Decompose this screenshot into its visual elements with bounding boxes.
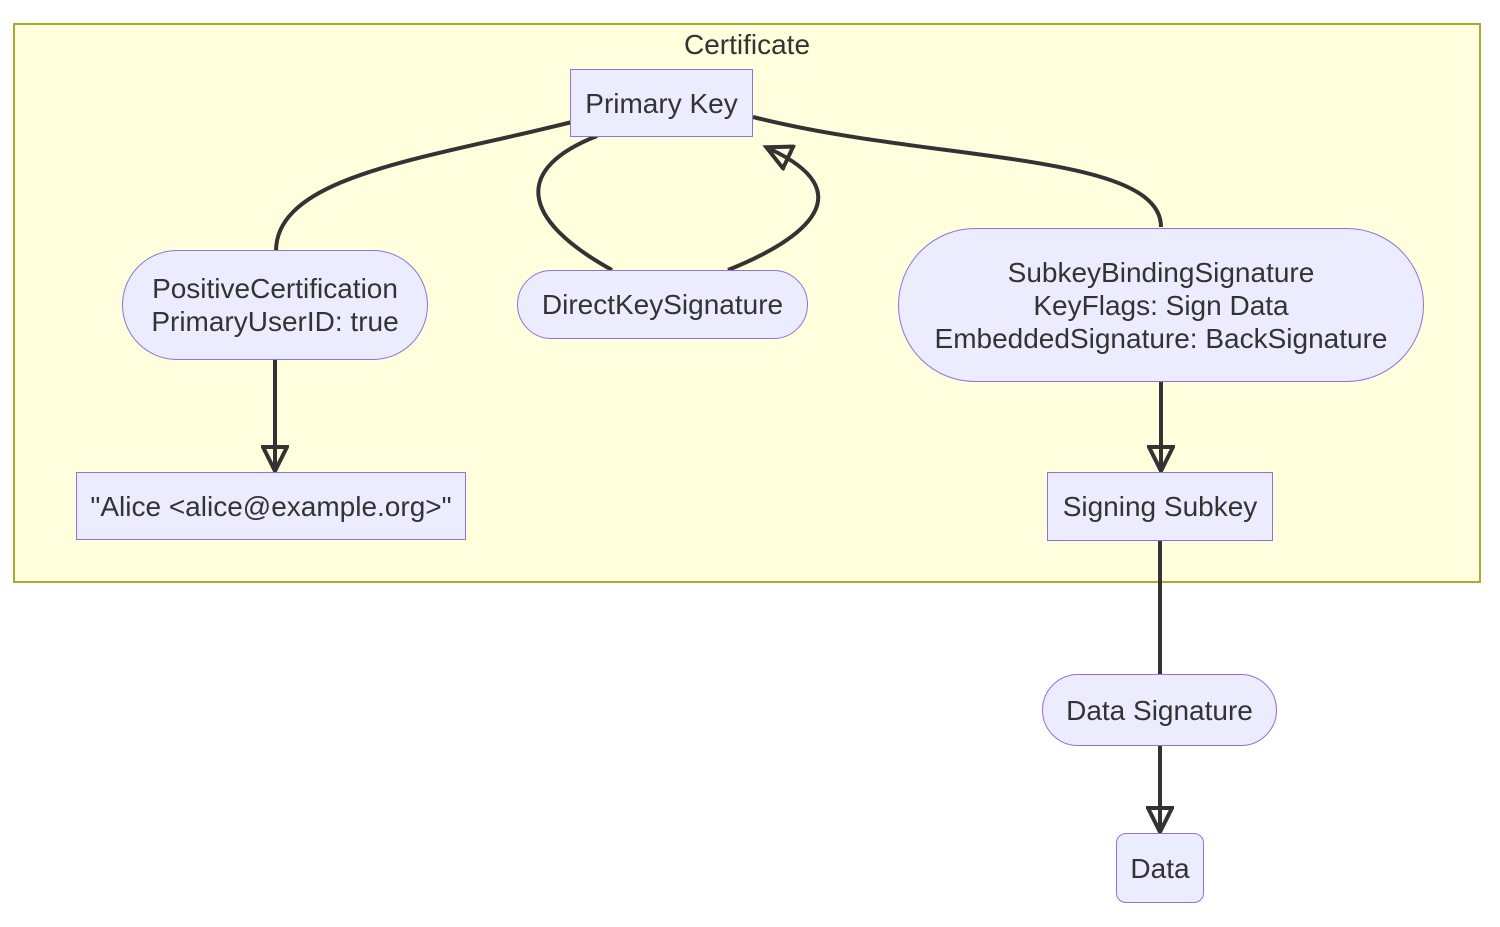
node-subkey-binding-signature-line1: SubkeyBindingSignature bbox=[1007, 256, 1315, 288]
node-direct-key-signature: DirectKeySignature bbox=[517, 270, 808, 339]
edge-directkeysignature-to-primarykey bbox=[727, 149, 821, 272]
node-user-id-label: "Alice <alice@example.org>" bbox=[90, 490, 452, 522]
node-subkey-binding-signature: SubkeyBindingSignature KeyFlags: Sign Da… bbox=[898, 228, 1424, 382]
node-user-id: "Alice <alice@example.org>" bbox=[76, 472, 466, 540]
node-data: Data bbox=[1116, 833, 1204, 903]
cluster-title: Certificate bbox=[683, 29, 811, 60]
edge-primarykey-to-subkeybindingsignature bbox=[752, 115, 1163, 228]
node-data-signature-label: Data Signature bbox=[1066, 694, 1253, 726]
node-data-signature: Data Signature bbox=[1042, 674, 1277, 746]
node-subkey-binding-signature-line3: EmbeddedSignature: BackSignature bbox=[934, 322, 1388, 354]
node-signing-subkey-label: Signing Subkey bbox=[1062, 491, 1258, 522]
node-signing-subkey: Signing Subkey bbox=[1047, 472, 1273, 541]
node-primary-key-label: Primary Key bbox=[585, 87, 738, 119]
node-direct-key-signature-label: DirectKeySignature bbox=[541, 289, 784, 320]
edge-primarykey-to-positivecertification bbox=[274, 120, 573, 252]
node-positive-certification-line1: PositiveCertification bbox=[152, 273, 398, 304]
node-positive-certification: PositiveCertification PrimaryUserID: tru… bbox=[122, 250, 428, 360]
node-subkey-binding-signature-line2: KeyFlags: Sign Data bbox=[1033, 289, 1289, 321]
node-positive-certification-line2: PrimaryUserID: true bbox=[151, 306, 399, 337]
node-data-label: Data bbox=[1130, 852, 1190, 884]
node-primary-key: Primary Key bbox=[570, 69, 753, 137]
edge-primarykey-to-directkeysignature bbox=[536, 134, 613, 272]
